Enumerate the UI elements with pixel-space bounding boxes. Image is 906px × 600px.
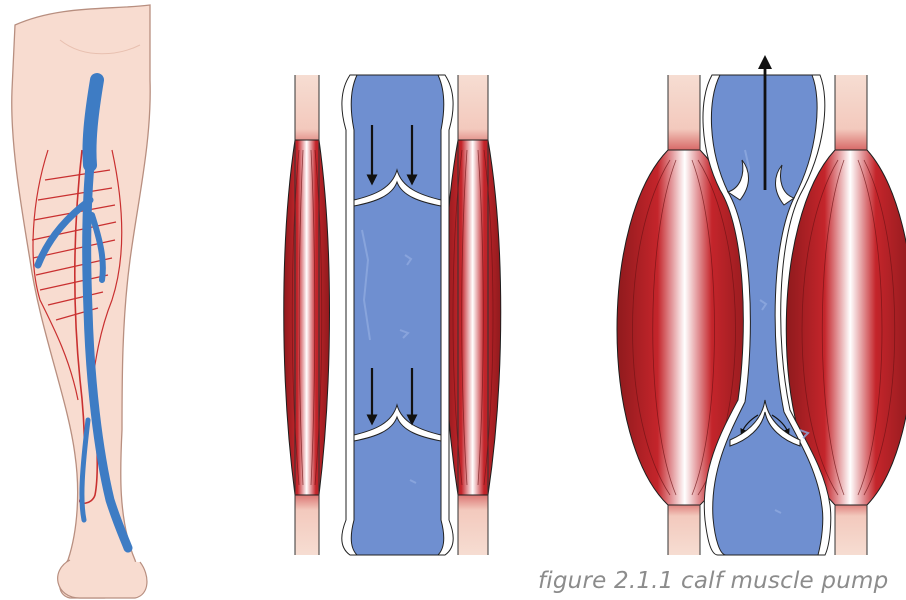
left-muscle-relaxed xyxy=(284,75,330,555)
foot xyxy=(58,560,147,598)
relaxed-panel xyxy=(284,75,501,555)
figure-caption: figure 2.1.1 calf muscle pump xyxy=(538,568,888,594)
right-muscle-relaxed xyxy=(445,75,501,555)
contracted-panel xyxy=(617,62,906,555)
leg-illustration xyxy=(12,5,150,598)
vein-relaxed xyxy=(342,75,453,555)
